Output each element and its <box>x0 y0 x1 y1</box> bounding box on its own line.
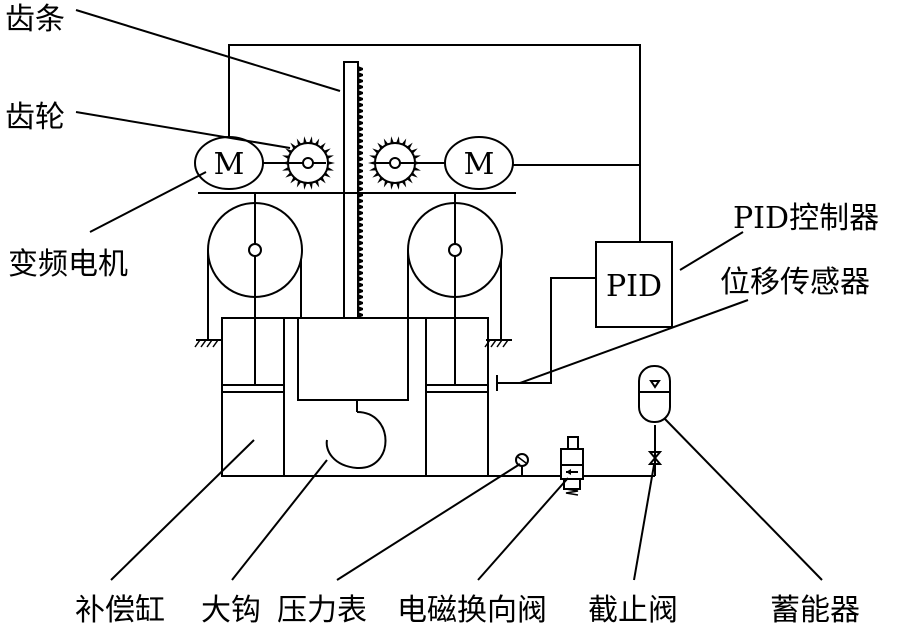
label-rack: 齿条 <box>5 2 65 37</box>
rack-bar <box>343 61 359 321</box>
leader-stopvalve <box>633 464 655 581</box>
pid-controller-box: PID <box>595 241 673 328</box>
accumulator <box>638 365 671 423</box>
leader-motor <box>89 171 207 233</box>
label-stop-valve: 截止阀 <box>588 593 678 628</box>
gear-left <box>281 136 335 190</box>
leader-gear <box>75 111 291 149</box>
compensating-cylinder-right <box>425 317 489 477</box>
leader-rack <box>75 9 341 92</box>
rack <box>343 61 363 321</box>
label-pressure-gauge: 压力表 <box>277 593 367 628</box>
rack-teeth <box>358 66 363 318</box>
label-motor: 变频电机 <box>8 247 128 282</box>
label-gear: 齿轮 <box>5 100 65 135</box>
motor-left-symbol: M <box>214 147 245 182</box>
sheave-right <box>407 193 503 385</box>
leader-hook <box>231 459 328 581</box>
leader-gauge <box>336 463 521 581</box>
solenoid-valve <box>560 436 584 496</box>
leader-sensor <box>519 299 749 384</box>
label-solenoid-valve: 电磁换向阀 <box>397 593 547 628</box>
leader-solenoid <box>477 477 569 581</box>
motor-right: M <box>412 136 514 190</box>
gear-right <box>368 136 422 190</box>
compensating-cylinder-left <box>221 317 285 477</box>
ground-right <box>484 339 512 348</box>
motor-left: M <box>194 136 292 190</box>
stop-valve <box>647 425 663 476</box>
label-displacement-sensor: 位移传感器 <box>720 265 870 300</box>
wire-left-motor-to-pid <box>228 44 641 242</box>
pressure-gauge <box>515 453 529 476</box>
label-pid-controller: PID控制器 <box>733 201 879 236</box>
label-compensating-cylinder: 补偿缸 <box>75 593 165 628</box>
label-accumulator: 蓄能器 <box>770 593 860 628</box>
wire-sensor-to-pid <box>497 277 596 384</box>
motor-right-symbol: M <box>464 147 495 182</box>
hook <box>297 317 409 470</box>
leader-lines <box>75 9 823 581</box>
label-hook: 大钩 <box>201 593 261 628</box>
pid-box-label: PID <box>606 269 662 304</box>
control-wiring <box>228 44 641 391</box>
ground-left <box>194 339 222 348</box>
sheave-left <box>207 193 303 385</box>
leader-cylinder <box>110 439 255 581</box>
leader-pid <box>679 231 744 271</box>
leader-accumulator <box>663 417 823 581</box>
hook-block <box>297 317 409 401</box>
